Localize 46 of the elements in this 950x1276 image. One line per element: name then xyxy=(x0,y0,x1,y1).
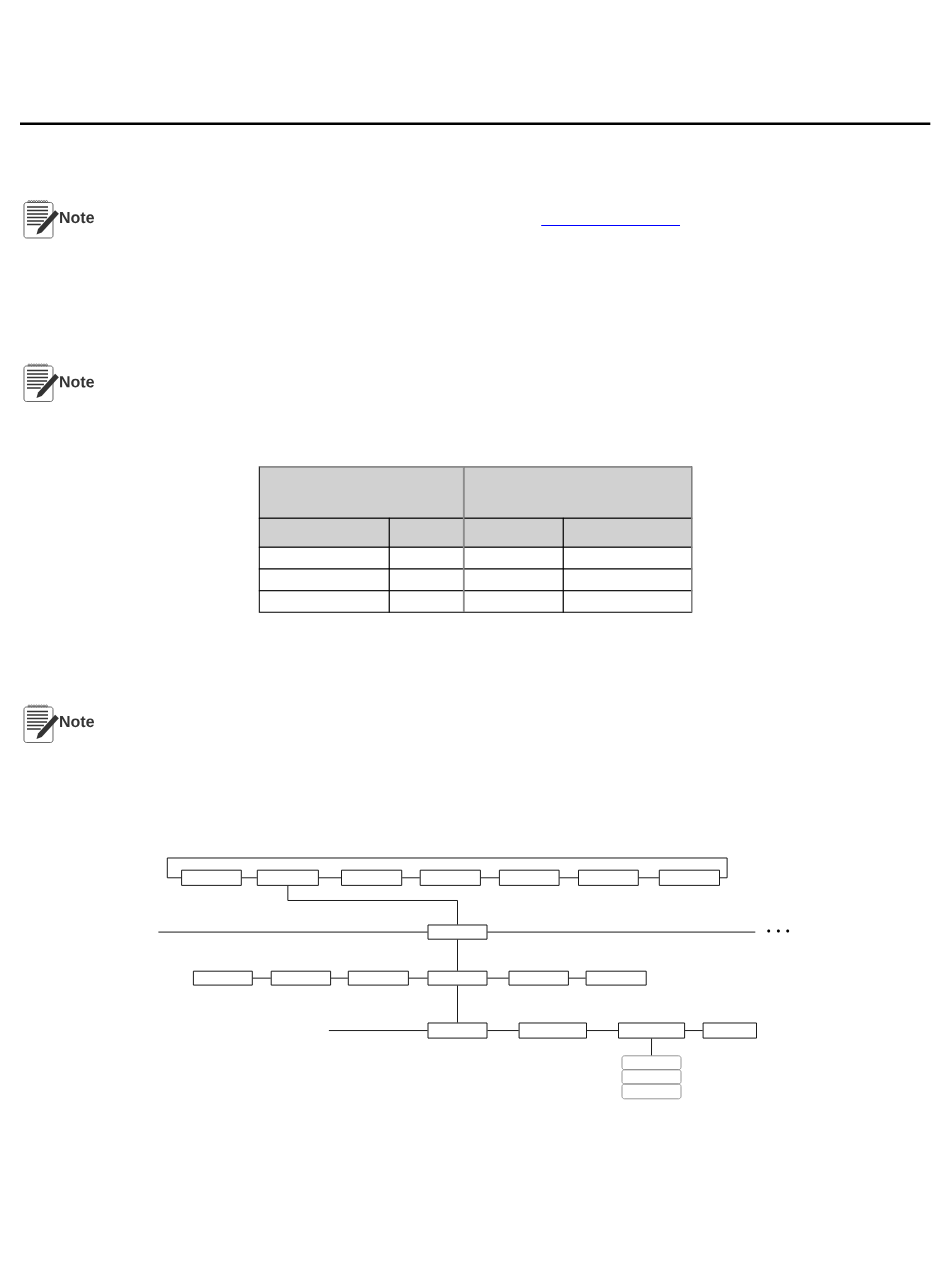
menu-box xyxy=(427,924,488,940)
menu-box xyxy=(618,1022,686,1039)
connector-line xyxy=(651,1038,652,1056)
menu-box xyxy=(347,970,409,986)
connector-line xyxy=(480,877,500,879)
connector-line xyxy=(328,1030,428,1031)
connector-line xyxy=(157,931,428,933)
menu-box xyxy=(419,869,481,886)
menu-box xyxy=(341,869,403,886)
connector-line xyxy=(408,977,428,979)
connector-line xyxy=(287,885,458,925)
connector-line xyxy=(457,985,458,1023)
connector-line xyxy=(166,857,728,879)
note-label: Note xyxy=(60,716,94,728)
note-label: Note xyxy=(60,376,94,388)
connector-line xyxy=(684,1030,704,1031)
menu-box xyxy=(585,970,647,986)
option-box xyxy=(621,1055,682,1071)
option-box xyxy=(621,1083,682,1100)
note-label: Note xyxy=(60,211,94,224)
menu-box xyxy=(658,869,720,886)
menu-box xyxy=(498,869,560,886)
menu-box xyxy=(518,1022,587,1039)
menu-box xyxy=(427,1022,488,1039)
connector-line xyxy=(241,877,258,879)
connector-line xyxy=(487,977,509,979)
menu-box xyxy=(702,1022,757,1039)
connector-line xyxy=(586,1030,619,1031)
connector-line xyxy=(457,939,458,972)
connector-line xyxy=(487,931,756,933)
menu-box xyxy=(578,869,639,886)
connector-line xyxy=(401,877,421,879)
connector-line xyxy=(559,877,579,879)
connector-line xyxy=(638,877,660,879)
connector-line xyxy=(330,977,349,979)
connector-line xyxy=(318,877,342,879)
menu-box xyxy=(181,869,242,886)
menu-box xyxy=(192,970,253,986)
connector-line xyxy=(487,1030,520,1031)
connector-line xyxy=(568,977,587,979)
menu-box xyxy=(256,869,319,886)
menu-box xyxy=(427,970,488,986)
menu-box xyxy=(508,970,569,986)
menu-box xyxy=(270,970,332,986)
option-box xyxy=(621,1069,682,1085)
connector-line xyxy=(252,977,272,979)
